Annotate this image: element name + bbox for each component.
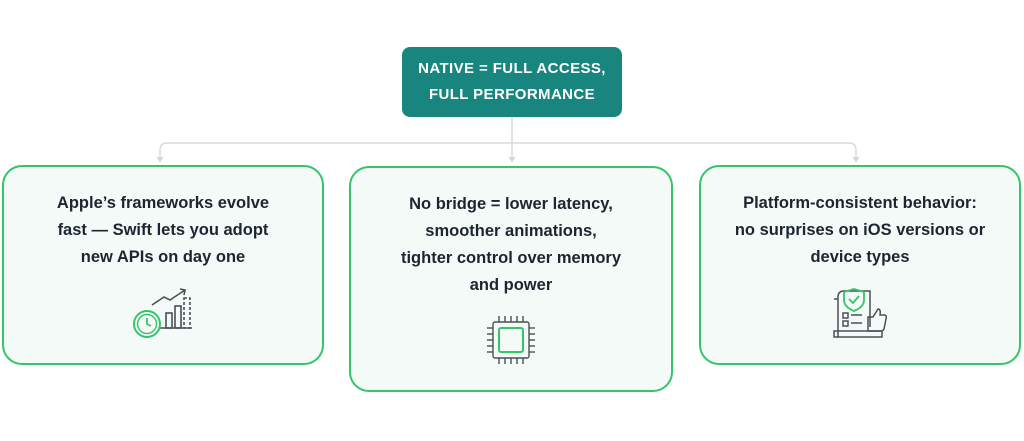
header-line-1: NATIVE = FULL ACCESS, [418,60,606,77]
card-performance-line: and power [469,276,553,294]
card-frameworks-line: fast — Swift lets you adopt [57,221,269,239]
card-consistency-line: no surprises on iOS versions or [734,221,986,239]
card-consistency-line: Platform-consistent behavior: [743,194,977,212]
cpu-chip-icon [487,316,535,364]
card-performance-text: No bridge = lower latency, smoother anim… [351,168,671,299]
card-frameworks: Apple’s frameworks evolve fast — Swift l… [2,165,324,365]
card-consistency: Platform-consistent behavior: no surpris… [699,165,1021,365]
card-consistency-line: device types [810,248,910,266]
header-line-2: FULL PERFORMANCE [428,86,596,103]
header-box: NATIVE = FULL ACCESS, FULL PERFORMANCE [402,47,622,117]
card-performance-line: tighter control over memory [400,249,622,267]
card-performance-line: smoother animations, [425,222,597,240]
card-frameworks-line: new APIs on day one [80,248,246,266]
card-frameworks-text: Apple’s frameworks evolve fast — Swift l… [4,167,322,271]
card-consistency-text: Platform-consistent behavior: no surpris… [701,167,1019,271]
card-performance: No bridge = lower latency, smoother anim… [349,166,673,392]
shield-checklist-icon [833,288,888,338]
growth-chart-clock-icon [133,288,192,338]
card-frameworks-line: Apple’s frameworks evolve [56,194,270,212]
card-performance-line: No bridge = lower latency, [409,195,613,213]
